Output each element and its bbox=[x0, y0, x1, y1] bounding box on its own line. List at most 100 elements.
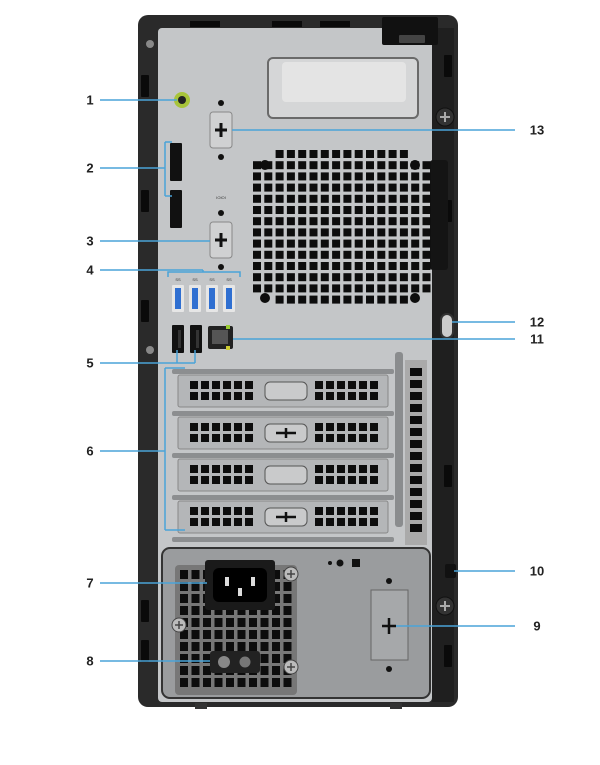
fan-vent-hole bbox=[411, 239, 420, 248]
fan-vent-hole bbox=[366, 206, 374, 214]
slot-knockout bbox=[264, 465, 308, 485]
frame-top-slot bbox=[190, 21, 220, 27]
fan-vent-hole bbox=[343, 295, 352, 304]
callout-number-11: 11 bbox=[530, 331, 544, 347]
slot-vent bbox=[370, 392, 378, 400]
fan-vent-hole bbox=[298, 228, 307, 237]
plus-icon bbox=[276, 428, 296, 438]
psu-vent-hole bbox=[260, 642, 269, 651]
screw-icon bbox=[175, 621, 183, 629]
ethernet-led bbox=[226, 346, 230, 350]
fan-vent-hole bbox=[411, 228, 420, 237]
fan-vent-hole bbox=[411, 273, 420, 282]
slot-vent bbox=[326, 381, 334, 389]
fan-vent-hole bbox=[298, 295, 307, 304]
fan-vent-hole bbox=[286, 150, 295, 158]
fan-vent-hole bbox=[253, 206, 261, 214]
fan-vent-hole bbox=[343, 183, 352, 192]
slot-vent bbox=[359, 465, 367, 473]
slot-vent bbox=[190, 434, 198, 442]
fan-vent-hole bbox=[275, 262, 284, 270]
fan-vent-hole bbox=[320, 172, 329, 181]
fan-vent-hole bbox=[366, 228, 374, 237]
slot-vent bbox=[359, 392, 367, 400]
fan-vent-hole bbox=[343, 250, 352, 259]
foot bbox=[390, 703, 402, 709]
knockout-screw-hole bbox=[386, 666, 392, 672]
fan-vent-hole bbox=[377, 150, 386, 158]
slot-vent bbox=[223, 434, 231, 442]
fan-vent-hole bbox=[286, 217, 295, 226]
slot-vent bbox=[315, 476, 323, 484]
psu-vent-hole bbox=[272, 582, 280, 591]
psu-vent-hole bbox=[272, 666, 280, 675]
screw-icon bbox=[287, 663, 295, 671]
fan-vent-hole bbox=[298, 194, 307, 203]
slot-vent bbox=[245, 518, 253, 526]
fan-vent-hole bbox=[377, 194, 386, 203]
slot-vent bbox=[348, 423, 356, 431]
slot-vent bbox=[245, 507, 253, 515]
callout-line-5 bbox=[100, 350, 196, 364]
slot-vent bbox=[348, 381, 356, 389]
indicator-hole bbox=[328, 561, 332, 565]
fan-vent-hole bbox=[399, 239, 408, 248]
slot-vent bbox=[201, 507, 209, 515]
usb3-tongue bbox=[226, 288, 232, 309]
fan-vent-hole bbox=[388, 183, 397, 192]
psu-vent-hole bbox=[180, 594, 188, 603]
fan-vent-hole bbox=[377, 262, 386, 270]
ethernet-jack bbox=[212, 330, 228, 344]
psu-vent-hole bbox=[180, 570, 188, 579]
slot-vent bbox=[359, 518, 367, 526]
fan-mount-hole bbox=[260, 160, 270, 170]
frame-vent-slot bbox=[141, 75, 149, 97]
psu-vent-hole bbox=[272, 618, 280, 627]
fan-vent-hole bbox=[388, 194, 397, 203]
slot-vent bbox=[223, 392, 231, 400]
slot-vent bbox=[223, 423, 231, 431]
fan-vent-hole bbox=[332, 172, 341, 181]
fan-vent-hole bbox=[309, 161, 318, 170]
fan-vent-hole bbox=[422, 183, 431, 192]
psu-vent-hole bbox=[226, 630, 234, 639]
fan-vent-hole bbox=[309, 183, 318, 192]
slot-vent bbox=[337, 507, 345, 515]
fan-vent-hole bbox=[275, 161, 284, 170]
fan-vent-hole bbox=[286, 273, 295, 282]
fan-vent-hole bbox=[298, 217, 307, 226]
slot-vent bbox=[370, 381, 378, 389]
fan-vent-hole bbox=[309, 150, 318, 158]
psu-vent-hole bbox=[191, 642, 200, 651]
fan-vent-hole bbox=[377, 183, 386, 192]
fan-vent-hole bbox=[343, 172, 352, 181]
callout-number-8: 8 bbox=[86, 653, 94, 669]
fan-vent-hole bbox=[298, 250, 307, 259]
psu-vent-hole bbox=[203, 630, 211, 639]
fan-vent-hole bbox=[343, 217, 352, 226]
slot-vent bbox=[234, 392, 242, 400]
fan-vent-hole bbox=[388, 284, 397, 293]
psu-vent-hole bbox=[203, 642, 211, 651]
fan-vent-hole bbox=[354, 194, 363, 203]
callout-number-4: 4 bbox=[86, 262, 94, 278]
fan-vent-hole bbox=[422, 284, 431, 293]
slot-vent bbox=[190, 381, 198, 389]
fan-vent-hole bbox=[343, 206, 352, 214]
slot-vent bbox=[326, 434, 334, 442]
fan-vent-hole bbox=[366, 150, 374, 158]
fan-vent-hole bbox=[298, 273, 307, 282]
fan-vent-hole bbox=[343, 161, 352, 170]
side-vent-hole bbox=[410, 452, 422, 460]
callout-line-4 bbox=[100, 269, 241, 277]
callout-number-1: 1 bbox=[86, 92, 94, 108]
fan-vent-hole bbox=[377, 172, 386, 181]
slot-vent bbox=[359, 423, 367, 431]
psu-vent-hole bbox=[191, 570, 200, 579]
fan-vent-hole bbox=[354, 284, 363, 293]
fan-vent-hole bbox=[320, 217, 329, 226]
fan-vent-hole bbox=[298, 161, 307, 170]
fan-mount-hole bbox=[410, 293, 420, 303]
slot-vent bbox=[359, 507, 367, 515]
